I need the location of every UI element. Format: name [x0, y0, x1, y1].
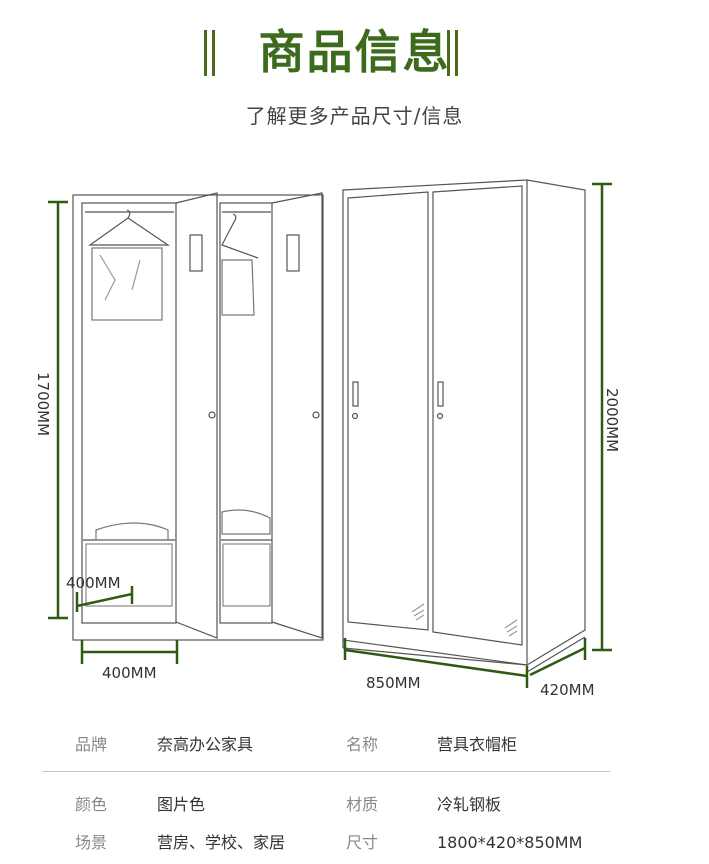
page-title: 商品信息 — [258, 25, 451, 79]
spec-label: 尺寸 — [346, 833, 379, 852]
spec-value: 图片色 — [157, 795, 206, 814]
title-bar-left-1 — [204, 30, 207, 76]
title-bar-left-2 — [212, 30, 215, 76]
spec-value: 1800*420*850MM — [437, 833, 583, 852]
label-total-depth: 420MM — [540, 681, 595, 699]
label-inner-height: 1700MM — [34, 372, 52, 436]
spec-label: 名称 — [346, 735, 379, 754]
closed-cabinet — [342, 179, 586, 673]
title-bar-right-1 — [447, 30, 450, 76]
label-total-height: 2000MM — [603, 388, 621, 452]
spec-value: 冷轧钢板 — [437, 795, 502, 814]
spec-label: 品牌 — [75, 735, 108, 754]
dimension-lines — [48, 182, 612, 688]
page-subtitle: 了解更多产品尺寸/信息 — [245, 104, 464, 128]
spec-value: 营房、学校、家居 — [157, 833, 286, 852]
product-drawing: 1700MM 400MM 400MM 850MM 420MM 2000MM — [34, 179, 621, 699]
spec-value: 营具衣帽柜 — [437, 735, 518, 754]
label-shelf-depth: 400MM — [66, 574, 121, 592]
spec-label: 场景 — [75, 833, 108, 852]
spec-row: 场景 营房、学校、家居 尺寸 1800*420*850MM — [0, 830, 709, 856]
spec-row: 颜色 图片色 材质 冷轧钢板 — [0, 792, 709, 818]
spec-value: 奈高办公家具 — [157, 735, 254, 754]
spec-divider — [42, 771, 610, 772]
title-bar-right-2 — [455, 30, 458, 76]
open-cabinet — [72, 192, 324, 641]
spec-label: 颜色 — [75, 795, 108, 814]
label-total-width: 850MM — [366, 674, 421, 692]
label-door-width: 400MM — [102, 664, 157, 682]
spec-label: 材质 — [346, 795, 379, 814]
title-block: 商品信息 — [0, 22, 709, 82]
spec-row: 品牌 奈高办公家具 名称 营具衣帽柜 — [0, 732, 709, 758]
